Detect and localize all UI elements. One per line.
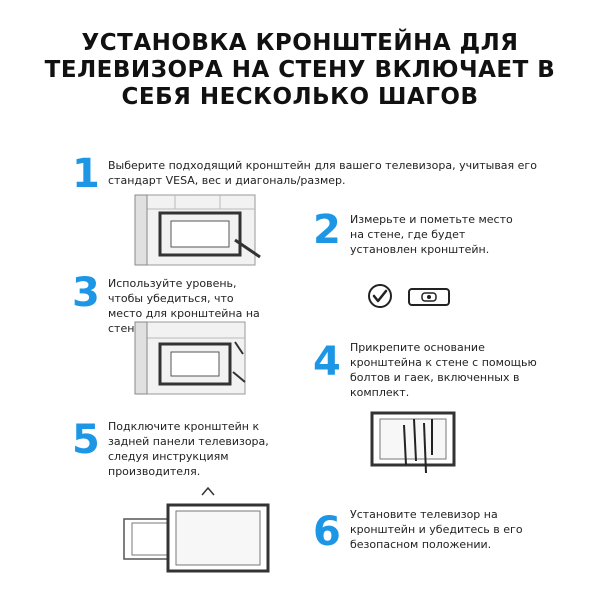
step-1-text: Выберите подходящий кронштейн для вашего… (108, 159, 537, 187)
checkmark-circle-icon (368, 284, 392, 308)
step-2-text: Измерьте и пометьте место на стене, где … (350, 213, 513, 256)
step-5-number: 5 (72, 417, 100, 463)
step-1-number: 1 (72, 151, 100, 197)
step-6-text: Установите телевизор на кронштейн и убед… (350, 508, 523, 551)
wall-bracket-drawing-icon (134, 321, 246, 395)
tv-mount-icon (123, 486, 270, 573)
wall-bracket-drawing-icon (134, 194, 261, 266)
step-5-text: Подключите кронштейн к задней панели тел… (108, 420, 269, 478)
step-3-number: 3 (72, 270, 100, 316)
step-6-number: 6 (313, 509, 341, 555)
step-2-number: 2 (313, 207, 341, 253)
page-title: УСТАНОВКА КРОНШТЕЙНА ДЛЯ ТЕЛЕВИЗОРА НА С… (44, 30, 556, 110)
spirit-level-icon (408, 288, 450, 306)
step-4-text: Прикрепите основание кронштейна к стене … (350, 341, 537, 399)
step-4-number: 4 (313, 339, 341, 385)
tv-on-wall-icon (370, 411, 456, 474)
